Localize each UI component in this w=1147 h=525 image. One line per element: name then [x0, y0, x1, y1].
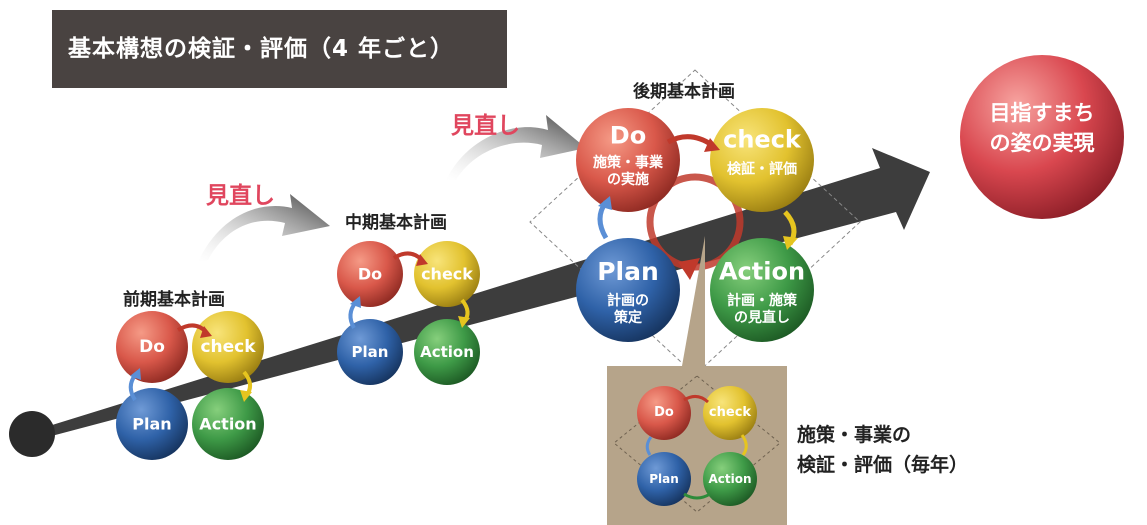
annual-plan-ball — [637, 452, 691, 506]
middle-check-label: check — [421, 264, 473, 284]
review-label-1: 見直し — [206, 183, 275, 209]
late-plan-text: Plan — [597, 257, 659, 286]
late-action-ball — [710, 238, 814, 342]
late-plan-label: 後期基本計画 — [633, 82, 735, 102]
middle-arrow-do-check-head — [416, 254, 428, 266]
early-plan-ball — [116, 388, 188, 460]
annual-arrow-check-action — [740, 434, 748, 456]
annual-action-ball — [703, 452, 757, 506]
start-dot — [9, 411, 55, 457]
callout-pointer — [682, 236, 705, 366]
middle-check-ball — [414, 241, 480, 307]
annual-do-ball — [637, 386, 691, 440]
annual-check-ball — [703, 386, 757, 440]
early-arrow-do-check-head — [200, 326, 212, 338]
annual-do-label: Do — [654, 405, 674, 421]
late-check-sub: 検証・評価 — [727, 161, 797, 178]
annual-review-note: 施策・事業の 検証・評価（毎年） — [797, 424, 969, 476]
middle-do-label: Do — [357, 264, 383, 284]
late-action-sub: 計画・施策 の見直し — [727, 293, 797, 326]
review-arrow-2 — [446, 115, 586, 180]
early-do-ball — [116, 311, 188, 383]
late-action-label: Action — [718, 257, 806, 286]
late-check-label: check — [723, 125, 801, 154]
early-arrow-check-action-head — [240, 390, 252, 402]
late-arrow-check-action-head — [783, 236, 798, 250]
middle-action-label: Action — [420, 343, 474, 361]
late-cycle-ring-head — [678, 258, 700, 280]
middle-do-ball — [337, 241, 403, 307]
early-action-label: Action — [199, 414, 257, 434]
middle-plan-ball — [337, 319, 403, 385]
early-action-ball — [192, 388, 264, 460]
late-arrow-do-check-head — [704, 138, 720, 152]
annual-arrow-plan-do — [645, 436, 653, 456]
early-check-label: check — [200, 336, 256, 357]
late-do-label: Do — [609, 121, 647, 150]
middle-action-ball — [414, 319, 480, 385]
early-plan-text: Plan — [132, 414, 172, 434]
early-arrow-plan-do-head — [130, 368, 141, 380]
annual-plan-text: Plan — [649, 471, 679, 486]
early-do-label: Do — [139, 336, 165, 357]
late-check-ball — [710, 108, 814, 212]
middle-plan-label: 中期基本計画 — [345, 213, 447, 233]
late-do-ball — [576, 108, 680, 212]
late-do-sub: 施策・事業 の実施 — [593, 155, 663, 188]
review-arrow-1 — [198, 194, 330, 262]
middle-plan-text: Plan — [351, 343, 389, 361]
late-plan-ball — [576, 238, 680, 342]
annual-arrow-action-plan — [683, 492, 711, 500]
review-label-2: 見直し — [451, 113, 520, 139]
page-title: 基本構想の検証・評価（4 年ごと） — [52, 10, 507, 88]
early-plan-label: 前期基本計画 — [123, 290, 225, 310]
annual-action-label: Action — [708, 471, 752, 486]
goal-label: 目指すまち の姿の実現 — [989, 101, 1095, 155]
middle-arrow-plan-do-head — [350, 296, 361, 308]
late-plan-sub: 計画の 策定 — [607, 293, 649, 326]
annual-arrow-do-check — [683, 395, 710, 404]
callout-box — [607, 366, 787, 525]
middle-arrow-check-action-head — [458, 316, 470, 328]
late-arrow-plan-do-head — [598, 196, 612, 210]
goal-ball — [960, 55, 1124, 219]
timeline-arrow — [36, 148, 930, 438]
early-check-ball — [192, 311, 264, 383]
annual-check-label: check — [708, 405, 752, 421]
